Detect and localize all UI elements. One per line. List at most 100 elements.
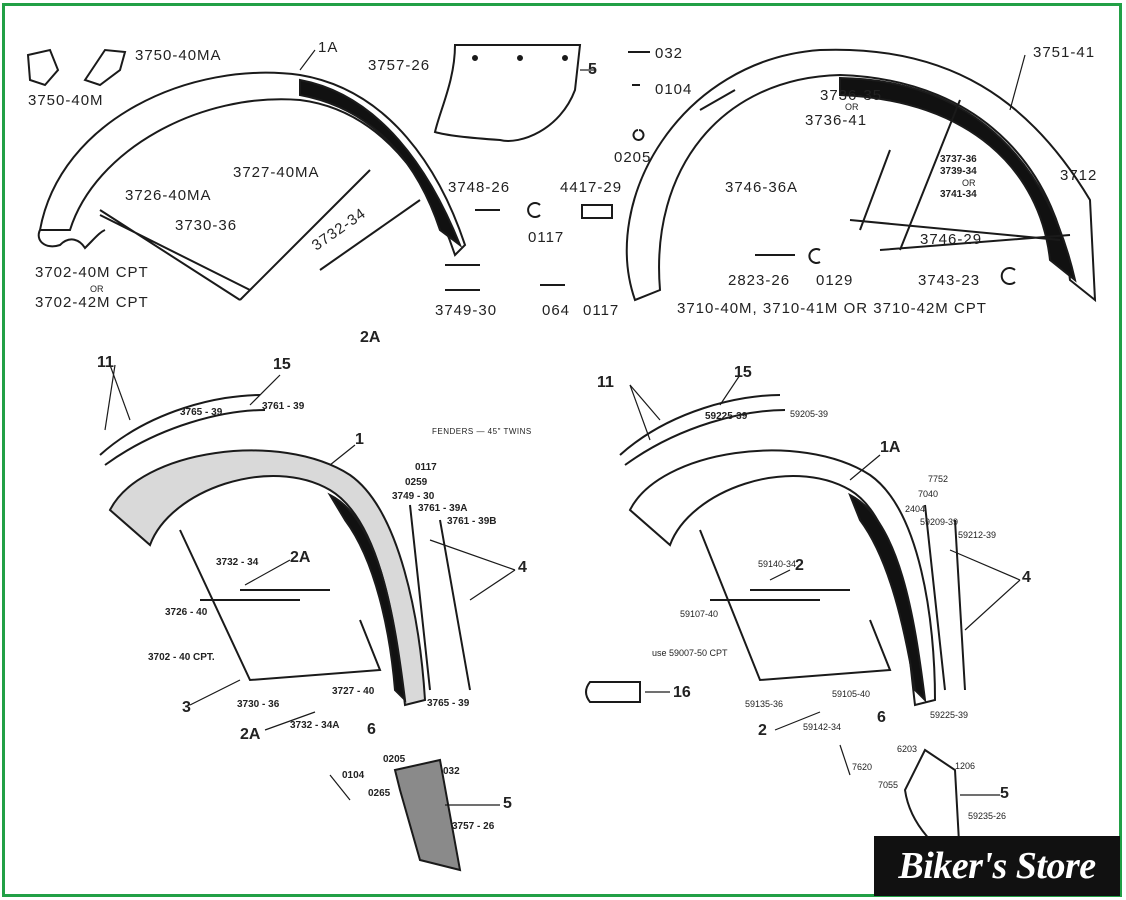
caption-3710-cpt: 3710-40M, 3710-41M OR 3710-42M CPT [677,300,987,317]
label-3712: 3712 [1060,167,1098,184]
ref-6-right: 6 [877,709,886,726]
label-3748-26: 3748-26 [448,179,511,196]
ref-16: 16 [673,684,691,701]
ref-2-right-a: 2 [795,557,804,574]
label-3702-40m-cpt: 3702-40M CPT [35,264,149,281]
label-0129: 0129 [816,272,854,289]
label-064: 064 [542,302,571,319]
part-2404: 2404 [905,504,926,514]
part-0205-left: 0205 [383,754,406,765]
label-3743-23: 3743-23 [918,272,981,289]
part-0265: 0265 [368,788,391,799]
label-3746-29: 3746-29 [920,231,983,248]
part-3757-26-left: 3757 - 26 [452,821,495,832]
label-3749-30-top: 3749-30 [435,302,498,319]
label-3739-34: 3739-34 [940,166,977,177]
label-3750-40ma: 3750-40MA [135,47,222,64]
part-59225-39-b: 59225-39 [930,710,969,720]
part-0117-left: 0117 [415,462,437,473]
label-0117-top-a: 0117 [528,229,565,246]
ref-5-left: 5 [503,795,512,812]
part-use-59007-50-cpt: use 59007-50 CPT [652,648,728,658]
label-or-top-right-a: OR [845,102,859,112]
part-7620: 7620 [852,762,873,772]
part-3765-39-a: 3765 - 39 [180,407,223,418]
label-3750-40m: 3750-40M [28,92,104,109]
part-3749-30-left: 3749 - 30 [392,491,435,502]
part-59225-39-a: 59225-39 [705,411,748,422]
part-3730-36-left: 3730 - 36 [237,699,280,710]
label-4417-29: 4417-29 [560,179,623,196]
label-or-top-left: OR [90,284,104,294]
part-1206: 1206 [955,761,976,771]
label-3726-40ma: 3726-40MA [125,187,212,204]
label-2823-26: 2823-26 [728,272,791,289]
part-0104-left: 0104 [342,770,365,781]
part-3732-34-left: 3732 - 34 [216,557,259,568]
part-59205-39: 59205-39 [790,409,829,419]
ref-2-right-b: 2 [758,722,767,739]
part-0259: 0259 [405,477,428,488]
part-3761-39b: 3761 - 39B [447,516,497,527]
label-3737-36: 3737-36 [940,154,977,165]
label-3727-40ma: 3727-40MA [233,164,320,181]
part-3765-39-b: 3765 - 39 [427,698,470,709]
ref-1a-right: 1A [880,439,901,456]
ref-15-left: 15 [273,356,291,373]
ref-11-left: 11 [97,354,114,371]
ref-11-right: 11 [597,374,614,391]
part-6203: 6203 [897,744,918,754]
part-3761-39a: 3761 - 39A [418,503,468,514]
title-fenders-45-twins: FENDERS — 45" TWINS [432,427,532,436]
part-59107-40: 59107-40 [680,609,719,619]
bikers-store-logo: Biker's Store [874,836,1120,896]
ref-4-left: 4 [518,559,527,576]
ref-5-right: 5 [1000,785,1009,802]
part-3732-34a: 3732 - 34A [290,720,340,731]
part-59105-40: 59105-40 [832,689,871,699]
part-59142-34: 59142-34 [803,722,842,732]
label-3702-42m-cpt: 3702-42M CPT [35,294,149,311]
ref-1a-top: 1A [318,39,339,56]
label-3757-26-top: 3757-26 [368,57,431,74]
part-3761-39: 3761 - 39 [262,401,305,412]
green-frame [2,3,1122,897]
part-59235-26: 59235-26 [968,811,1007,821]
ref-1-left: 1 [355,431,364,448]
rear-fender-bottom-drawing [585,394,966,862]
part-59212-39: 59212-39 [958,530,997,540]
label-032-top: 032 [655,45,684,62]
label-0205-top: 0205 [614,149,652,166]
ref-2a-left-a: 2A [290,549,311,566]
ref-2a-top: 2A [360,329,381,346]
part-59140-34: 59140-34 [758,559,797,569]
part-59135-36: 59135-36 [745,699,784,709]
part-032-left: 032 [443,766,460,777]
label-3746-36a: 3746-36A [725,179,799,196]
ref-5-top: 5 [588,61,597,78]
ref-15-right: 15 [734,364,752,381]
label-3741-34: 3741-34 [940,189,977,200]
flap-top-drawing [433,44,650,291]
ref-4-right: 4 [1022,569,1031,586]
label-0104-top: 0104 [655,81,693,98]
label-0117-top-b: 0117 [583,302,620,319]
ref-3-left: 3 [182,699,191,716]
front-fender-bottom-drawing [99,394,471,872]
label-3730-36: 3730-36 [175,217,238,234]
part-7055: 7055 [878,780,899,790]
label-3751-41: 3751-41 [1033,44,1096,61]
label-3736-41: 3736-41 [805,112,868,129]
part-3726-40: 3726 - 40 [165,607,208,618]
ref-2a-left-b: 2A [240,726,261,743]
part-7752: 7752 [928,474,949,484]
rear-fender-top-drawing [625,48,1097,303]
part-7040: 7040 [918,489,939,499]
label-3736-35: 3736-35 [820,87,883,104]
label-or-top-right-b: OR [962,178,976,188]
front-fender-top-drawing [26,48,467,301]
part-3702-40-cpt: 3702 - 40 CPT. [148,652,215,663]
leader-lines [104,49,1026,806]
